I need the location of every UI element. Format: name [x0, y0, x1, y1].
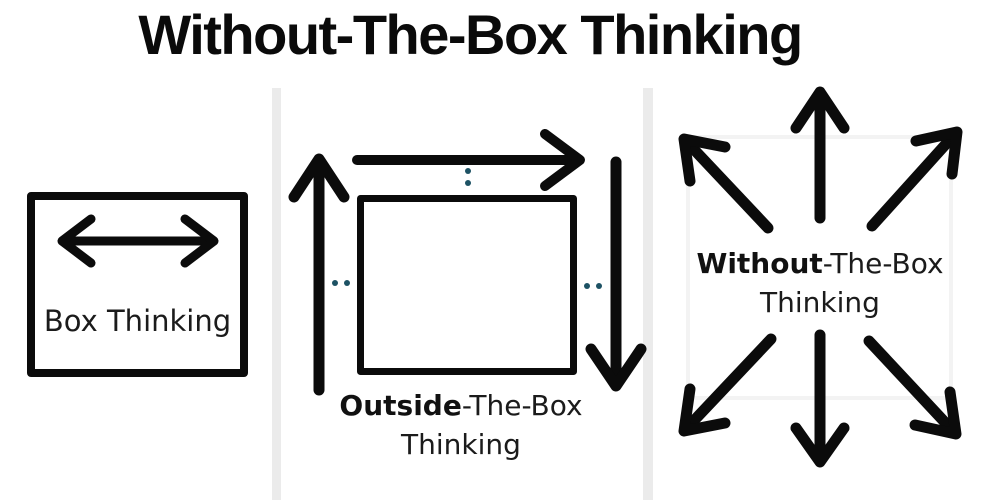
without-label-line1: Without-The-Box [670, 244, 970, 283]
panel-divider-right [643, 88, 653, 500]
box-thinking-label: Box Thinking [27, 302, 248, 341]
down-arrow-icon [585, 156, 647, 392]
up-arrow-icon [288, 153, 350, 396]
arrow-up-icon [790, 86, 850, 224]
outside-rest-text: -The-Box [461, 389, 583, 422]
teal-dots-icon [332, 168, 602, 289]
panel-divider-left [272, 88, 281, 500]
box-outline [27, 192, 248, 377]
double-headed-arrow-icon [57, 214, 219, 268]
without-bold-word: Without [696, 247, 823, 280]
page-title: Without-The-Box Thinking [138, 3, 803, 66]
box-outline [357, 195, 577, 375]
outside-label-line1: Outside-The-Box [311, 386, 611, 425]
arrow-down-icon [790, 329, 850, 468]
right-arrow-icon [352, 129, 585, 191]
box-thinking-figure [27, 192, 248, 377]
without-the-box-figure [678, 86, 963, 468]
box-thinking-text: Box Thinking [43, 304, 232, 338]
outside-the-box-label: Outside-The-Box Thinking [311, 386, 611, 464]
outside-label-line2: Thinking [401, 428, 521, 461]
outside-the-box-figure [288, 129, 647, 396]
arrow-down-right-icon [863, 335, 962, 440]
arrow-up-right-icon [866, 126, 963, 232]
arrow-down-left-icon [678, 333, 777, 437]
arrow-up-left-icon [678, 133, 774, 234]
without-rest-text: -The-Box [822, 247, 944, 280]
outside-bold-word: Outside [339, 389, 462, 422]
without-the-box-label: Without-The-Box Thinking [670, 244, 970, 322]
without-label-line2: Thinking [760, 286, 880, 319]
